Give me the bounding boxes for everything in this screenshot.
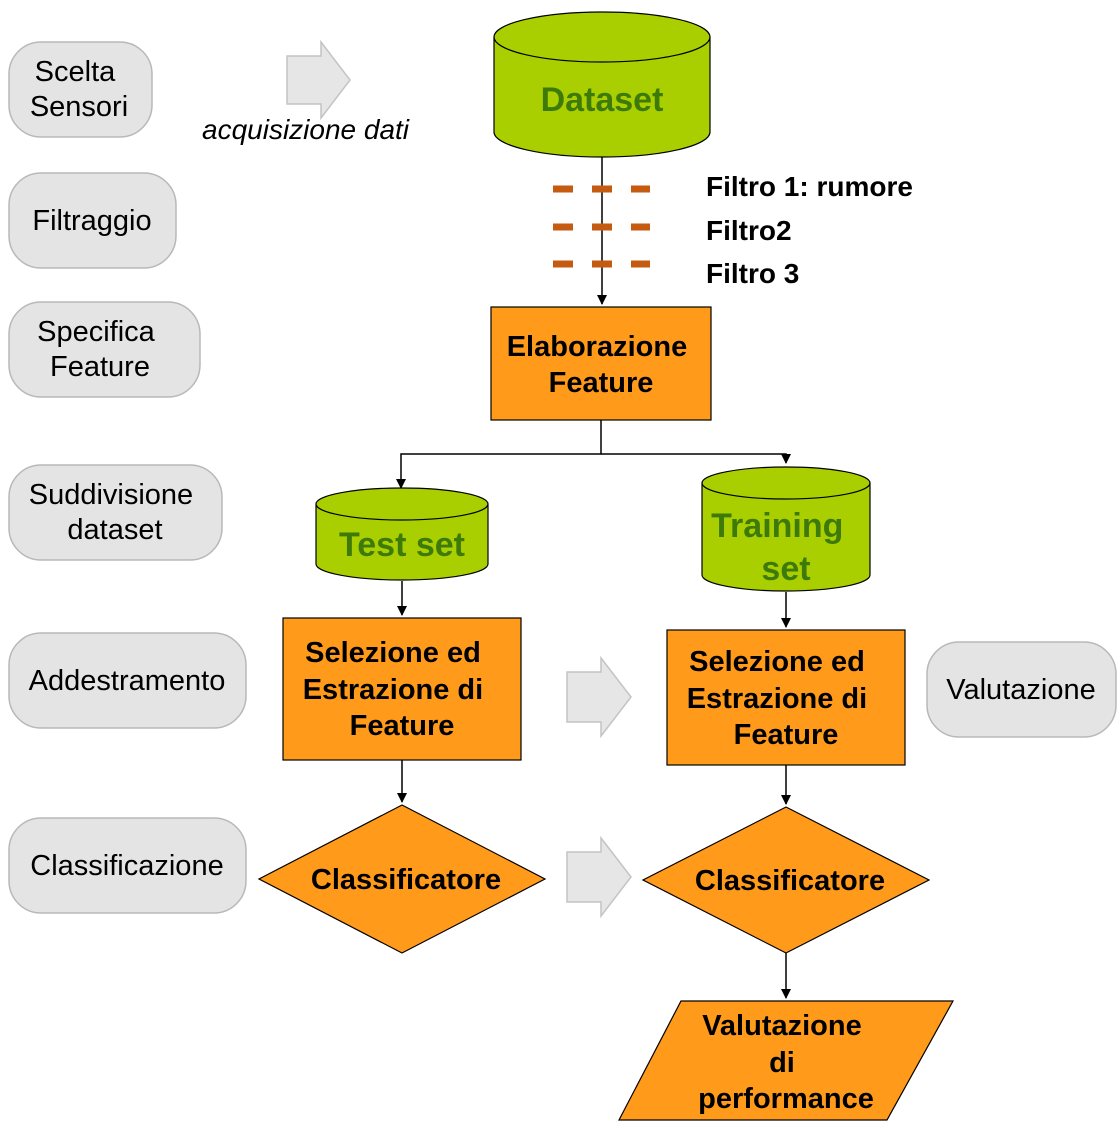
selezione-test-box: Selezione ed Estrazione di Feature: [282, 617, 522, 761]
stage-classificazione-label: Classificazione: [30, 850, 223, 882]
svg-text:Elaborazione Feature: Elaborazione Feature: [507, 331, 696, 399]
filter-2: Filtro2: [553, 215, 792, 246]
svg-text:Selezione ed Estrazione: Selezione ed Estrazione di Feature: [303, 637, 492, 742]
stage-scelta-sensori: Scelta Sensori: [8, 41, 153, 138]
stage-valutazione-label: Valutazione: [946, 674, 1095, 706]
stage-suddivisione-dataset: Suddivisione dataset: [8, 464, 223, 561]
svg-text:Selezione ed Estrazione: Selezione ed Estrazione di Feature: [687, 646, 876, 751]
elaborazione-feature-box: Elaborazione Feature: [490, 306, 712, 421]
stage-specifica-feature: Specifica Feature: [8, 301, 201, 398]
training-set-line1: Training: [711, 507, 843, 545]
elaborazione-line2: Feature: [549, 367, 654, 399]
filter-2-label: Filtro2: [706, 215, 792, 246]
svg-text:Valutazione di per: Valutazione di performance: [698, 1010, 874, 1115]
selezione-training-line2: Estrazione di: [687, 683, 868, 715]
valutazione-performance-line1: Valutazione: [702, 1010, 862, 1042]
classifier-block-arrow: [566, 835, 632, 919]
filter-1-label: Filtro 1: rumore: [706, 171, 913, 202]
svg-text:Suddivisione dataset: Suddivisione dataset: [29, 479, 202, 546]
selezione-training-box: Selezione ed Estrazione di Feature: [666, 629, 906, 766]
stage-scelta-sensori-line2: Sensori: [30, 91, 128, 123]
acquisition-block-arrow: [286, 39, 351, 121]
stage-suddivisione-line2: dataset: [67, 514, 162, 546]
stage-suddivisione-line1: Suddivisione: [29, 479, 193, 511]
classificatore-training-diamond: Classificatore: [641, 806, 931, 954]
selezione-test-line2: Estrazione di: [303, 674, 484, 706]
dataset-label: Dataset: [541, 81, 664, 119]
filter-3-label: Filtro 3: [706, 258, 799, 289]
valutazione-performance-line3: performance: [698, 1083, 874, 1115]
selection-block-arrow: [566, 655, 632, 739]
stage-valutazione: Valutazione: [926, 641, 1117, 738]
connector-split: [396, 420, 602, 489]
classificatore-training-label: Classificatore: [695, 865, 885, 897]
selezione-test-line3: Feature: [350, 710, 455, 742]
training-set-line2: set: [761, 550, 810, 588]
stage-addestramento-label: Addestramento: [29, 665, 226, 697]
training-set-database: Training set: [701, 466, 871, 592]
elaborazione-line1: Elaborazione: [507, 331, 688, 363]
svg-text:Training set: Training set: [711, 507, 853, 588]
svg-text:Scelta Sensori: Scelta Sensori: [30, 56, 128, 123]
classificatore-test-label: Classificatore: [311, 864, 501, 896]
test-set-label: Test set: [339, 526, 465, 564]
connector-split-right: [601, 453, 791, 464]
classificatore-test-diamond: Classificatore: [257, 804, 547, 954]
valutazione-performance-line2: di: [769, 1047, 795, 1079]
dataset-database: Dataset: [493, 11, 711, 158]
selezione-training-line1: Selezione ed: [689, 646, 865, 678]
stage-filtraggio: Filtraggio: [8, 172, 177, 269]
stage-filtraggio-label: Filtraggio: [32, 205, 151, 237]
valutazione-performance-output: Valutazione di performance: [618, 1000, 955, 1121]
stage-classificazione: Classificazione: [8, 817, 247, 914]
stage-specifica-feature-line1: Specifica: [37, 316, 156, 348]
stage-scelta-sensori-line1: Scelta: [35, 56, 116, 88]
selezione-training-line3: Feature: [734, 719, 839, 751]
acquisition-label: acquisizione dati: [202, 114, 410, 145]
selezione-test-line1: Selezione ed: [305, 637, 481, 669]
stage-specifica-feature-line2: Feature: [50, 351, 150, 383]
test-set-database: Test set: [315, 487, 489, 581]
filter-1: Filtro 1: rumore: [553, 171, 913, 202]
filter-3: Filtro 3: [553, 258, 799, 289]
stage-addestramento: Addestramento: [8, 632, 247, 729]
svg-text:Specifica Feature: Specifica Feature: [37, 316, 163, 383]
